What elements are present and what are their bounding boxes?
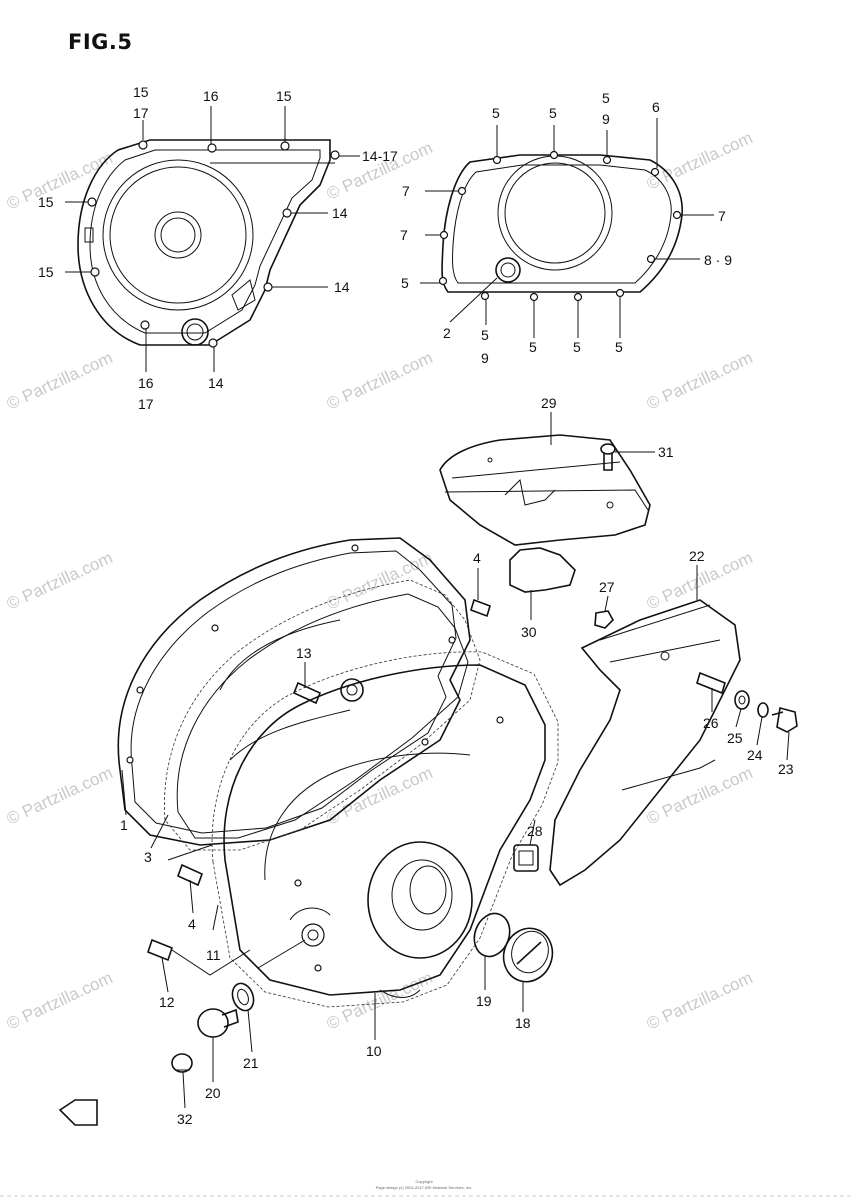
callout-18: 18: [515, 1015, 531, 1031]
callout-9: 9: [481, 350, 489, 366]
watermark: © Partzilla.com: [4, 548, 116, 614]
callout-13: 13: [296, 645, 312, 661]
callout-4: 4: [188, 916, 196, 932]
watermark: © Partzilla.com: [4, 348, 116, 414]
callout-5: 5: [573, 339, 581, 355]
callout-15: 15: [38, 264, 54, 280]
callout-23: 23: [778, 761, 794, 777]
callout-14-17: 14-17: [362, 148, 398, 164]
callout-7: 7: [402, 183, 410, 199]
callout-14: 14: [334, 279, 350, 295]
callout-5: 5: [602, 90, 610, 106]
callout-31: 31: [658, 444, 674, 460]
callout-7: 7: [400, 227, 408, 243]
callout-5: 5: [492, 105, 500, 121]
watermark: © Partzilla.com: [324, 968, 436, 1034]
callout-32: 32: [177, 1111, 193, 1127]
figure-title: FIG.5: [68, 30, 133, 54]
callout-3: 3: [144, 849, 152, 865]
leader-lines: [65, 106, 790, 1109]
footer-page-design: Page design (c) 2004-2017 ARI Network Se…: [376, 1185, 473, 1190]
bolt-32: [171, 1053, 193, 1073]
watermark: © Partzilla.com: [324, 348, 436, 414]
callout-20: 20: [205, 1085, 221, 1101]
cap-18: [502, 927, 554, 983]
callout-22: 22: [689, 548, 705, 564]
callout-14: 14: [332, 205, 348, 221]
grommet-28: [513, 844, 539, 872]
callout-5: 5: [549, 105, 557, 121]
watermark: © Partzilla.com: [644, 128, 756, 194]
callout-30: 30: [521, 624, 537, 640]
callout-7: 7: [718, 208, 726, 224]
footer: Copyright Page design (c) 2004-2017 ARI …: [0, 1179, 851, 1197]
watermark: © Partzilla.com: [644, 348, 756, 414]
bolt-23: [771, 706, 798, 733]
front-arrow-icon: [58, 1099, 98, 1126]
callout-17: 17: [138, 396, 154, 412]
callout-5: 5: [615, 339, 623, 355]
magneto-cover-gasket: [77, 139, 340, 348]
watermark: © Partzilla.com: [4, 968, 116, 1034]
callout-19: 19: [476, 993, 492, 1009]
callout-29: 29: [541, 395, 557, 411]
callout-5: 5: [481, 327, 489, 343]
gasket-3: [164, 579, 481, 851]
callout-26: 26: [703, 715, 719, 731]
callout-11: 11: [206, 947, 221, 963]
watermark: © Partzilla.com: [324, 763, 436, 829]
dowel-4-lower: [176, 863, 204, 887]
callout-24: 24: [747, 747, 763, 763]
callout-6: 6: [652, 99, 660, 115]
spacer-26: [696, 671, 726, 695]
washer-24: [757, 702, 769, 718]
clutch-cover-gasket: [438, 150, 683, 302]
callout-25: 25: [727, 730, 743, 746]
callout-5: 5: [401, 275, 409, 291]
callout-15: 15: [133, 84, 149, 100]
callout-9: 9: [602, 111, 610, 127]
callout-15: 15: [276, 88, 292, 104]
callout-1: 1: [120, 817, 128, 833]
dowel-13: [292, 678, 364, 705]
callout-28: 28: [527, 823, 543, 839]
callout-27: 27: [599, 579, 615, 595]
watermark: © Partzilla.com: [4, 763, 116, 829]
plug-12: [147, 938, 173, 962]
washer-21: [231, 982, 255, 1012]
callout-17: 17: [133, 105, 149, 121]
callout-2: 2: [443, 325, 451, 341]
crankcase-cover-gasket: [117, 537, 471, 846]
callout-10: 10: [366, 1043, 382, 1059]
dowel-4-upper: [470, 598, 491, 618]
callout-12: 12: [159, 994, 175, 1010]
plug-20: [197, 1008, 239, 1038]
chain-cover-lower: [549, 599, 741, 887]
watermark: © Partzilla.com: [4, 148, 116, 214]
nut-27: [594, 610, 614, 629]
watermark: © Partzilla.com: [644, 968, 756, 1034]
screw-31: [600, 443, 616, 471]
callout-8-9: 8 · 9: [704, 252, 732, 268]
callout-15: 15: [38, 194, 54, 210]
callout-4: 4: [473, 550, 481, 566]
watermark: © Partzilla.com: [324, 548, 436, 614]
watermark: © Partzilla.com: [644, 763, 756, 829]
callout-14: 14: [208, 375, 224, 391]
chain-cover-upper: [439, 434, 651, 593]
footer-copyright: Copyright: [415, 1179, 433, 1184]
callout-5: 5: [529, 339, 537, 355]
washer-25: [734, 690, 750, 710]
callout-21: 21: [243, 1055, 259, 1071]
callout-16: 16: [138, 375, 154, 391]
callout-labels: 15 17 16 15 14-17 15 14 15 14 16 17 14 5…: [38, 84, 794, 1127]
callout-16: 16: [203, 88, 219, 104]
